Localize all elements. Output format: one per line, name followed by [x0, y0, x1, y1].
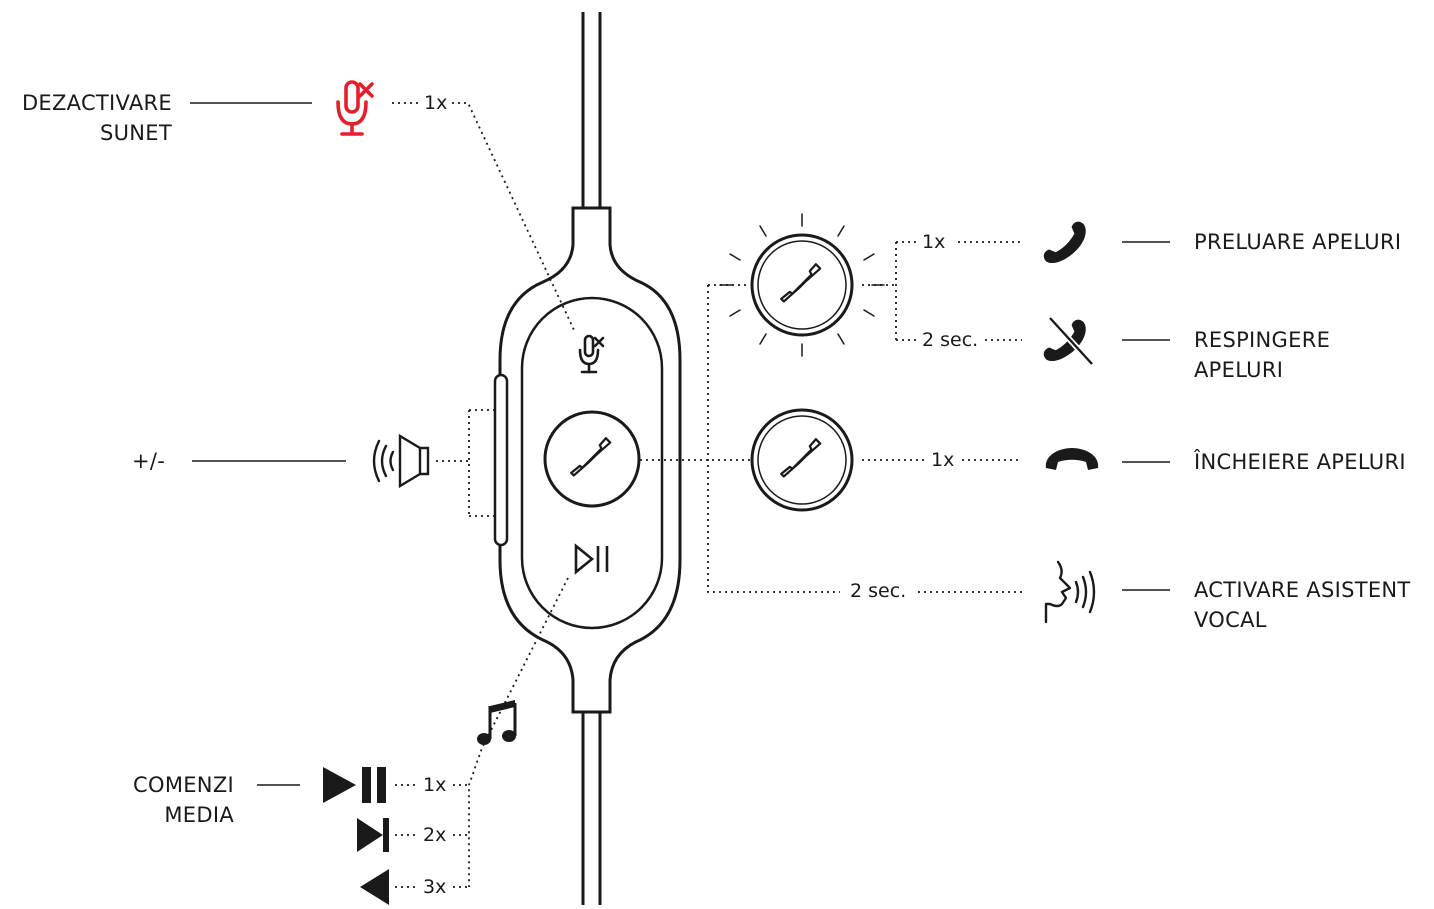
media-label-line1: COMENZI [133, 773, 234, 797]
incoming-call-button [719, 213, 885, 357]
assistant-count: 2 sec. [848, 580, 909, 602]
speaker-volume-icon [372, 433, 430, 489]
answer-count: 1x [920, 231, 948, 253]
music-note-icon [477, 700, 517, 745]
play-pause-icon [323, 767, 386, 803]
assistant-label: ACTIVARE ASISTENT VOCAL [1194, 575, 1411, 635]
mute-count: 1x [422, 92, 450, 114]
mute-label: DEZACTIVARE SUNET [0, 88, 172, 148]
media-dotted-path [453, 577, 569, 888]
controller-mic-mute-icon [578, 334, 605, 374]
end-label: ÎNCHEIERE APELURI [1194, 450, 1406, 474]
controller-call-button[interactable] [543, 410, 641, 508]
active-call-button [750, 408, 854, 512]
volume-label: +/- [132, 449, 166, 473]
phone-hangup-icon [1045, 448, 1099, 470]
end-count: 1x [929, 449, 957, 471]
play-pause-count: 1x [421, 774, 449, 796]
skip-next-icon [357, 818, 389, 852]
skip-previous-icon [360, 869, 389, 905]
mute-label-line1: DEZACTIVARE [21, 91, 172, 115]
reject-label-line2: APELURI [1194, 358, 1284, 382]
assistant-label-line2: VOCAL [1194, 608, 1267, 632]
cable [581, 12, 602, 905]
answer-label: PRELUARE APELURI [1194, 230, 1402, 254]
mic-mute-icon [336, 80, 374, 136]
call-dotted-bus [640, 284, 840, 593]
mute-label-line2: SUNET [99, 121, 172, 145]
phone-handset-icon [1043, 221, 1086, 264]
answer-reject-dotted-path [862, 241, 918, 341]
right-leader-lines [1122, 241, 1170, 591]
reject-label-line1: RESPINGERE [1194, 328, 1331, 352]
assistant-label-line1: ACTIVARE ASISTENT [1194, 578, 1411, 602]
phone-reject-icon [1043, 315, 1095, 367]
volume-dotted-path [436, 409, 497, 517]
next-count: 2x [421, 824, 449, 846]
media-label: COMENZI MEDIA [60, 770, 234, 830]
previous-count: 3x [421, 876, 449, 898]
reject-label: RESPINGERE APELURI [1194, 325, 1330, 385]
controller-play-pause-icon [574, 543, 609, 575]
reject-count: 2 sec. [920, 329, 981, 351]
media-label-line2: MEDIA [164, 803, 234, 827]
voice-assistant-icon [1044, 560, 1096, 624]
